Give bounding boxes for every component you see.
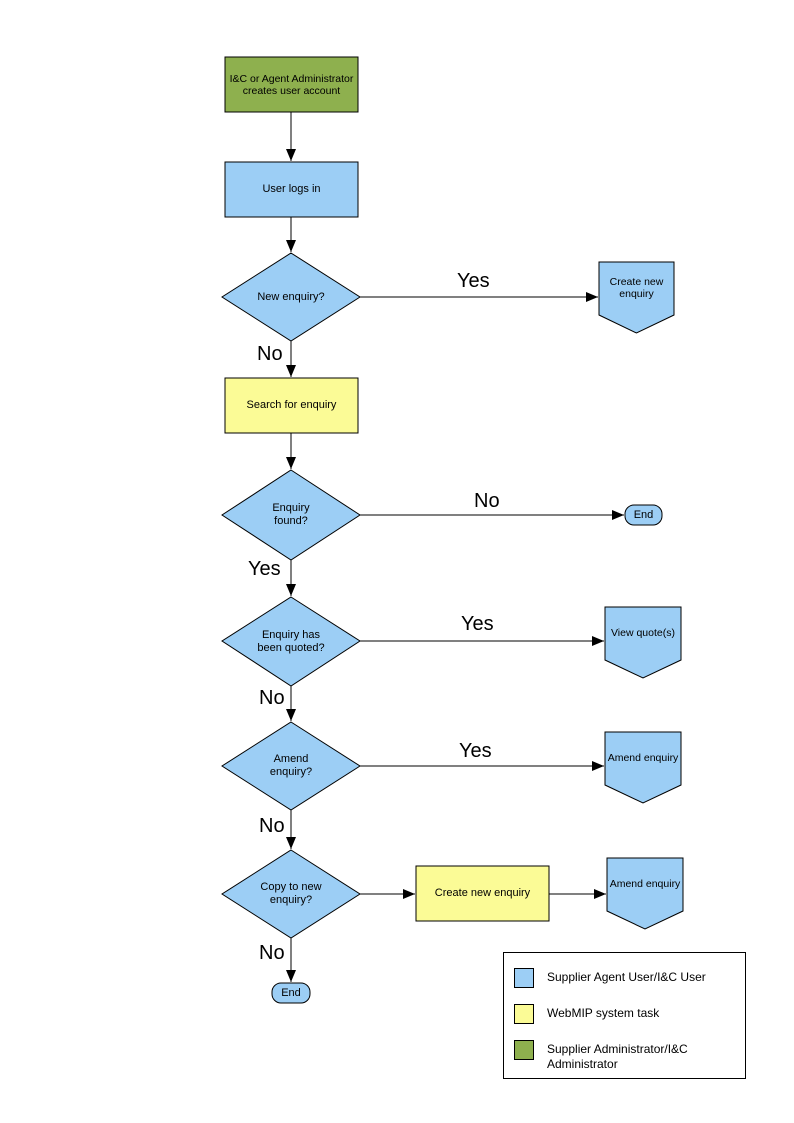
legend-item-system: WebMIP system task	[514, 1004, 737, 1024]
edge-label-new-enquiry-yes: Yes	[457, 270, 490, 292]
node-view-quotes-label: View quote(s)	[610, 627, 675, 639]
node-create-new-enquiry-action-shape	[598, 261, 675, 334]
decision-enquiry-found-label: Enquiry found?	[272, 502, 310, 527]
terminator-end-1-shape	[624, 504, 663, 526]
node-amend-enquiry-action-2-shape	[606, 857, 684, 930]
legend-label-user: Supplier Agent User/I&C User	[547, 970, 706, 984]
node-search-for-enquiry-label: Search for enquiry	[246, 399, 337, 411]
legend-item-user: Supplier Agent User/I&C User	[514, 968, 737, 988]
edge-label-quoted-yes: Yes	[461, 613, 494, 635]
decision-copy-to-new-enquiry-label: Copy to new enquiry?	[260, 881, 322, 906]
decision-copy-to-new-enquiry-shape	[221, 849, 361, 939]
decision-amend-enquiry-shape	[221, 721, 361, 811]
edge-label-enquiry-found-no: No	[474, 490, 500, 512]
edge-label-amend-yes: Yes	[459, 740, 492, 762]
legend-item-admin: Supplier Administrator/I&C Administrator	[514, 1040, 737, 1072]
legend-swatch-user	[514, 968, 534, 988]
terminator-end-2-shape	[271, 982, 311, 1004]
node-admin-creates-account-label: I&C or Agent Administrator creates user …	[229, 72, 354, 97]
legend-swatch-system	[514, 1004, 534, 1024]
legend-label-admin: Supplier Administrator/I&C Administrator	[547, 1042, 688, 1071]
decision-enquiry-quoted-shape	[221, 596, 361, 687]
node-search-for-enquiry-shape	[224, 377, 359, 434]
node-create-new-enquiry-task-label: Create new enquiry	[434, 887, 531, 899]
legend-swatch-admin	[514, 1040, 534, 1060]
node-view-quotes-shape	[604, 606, 682, 679]
legend: Supplier Agent User/I&C User WebMIP syst…	[503, 952, 746, 1079]
connectors	[286, 112, 624, 982]
edge-label-enquiry-found-yes: Yes	[248, 558, 281, 580]
node-amend-enquiry-action-1-shape	[604, 731, 682, 804]
edge-label-amend-no: No	[259, 815, 285, 837]
node-create-new-enquiry-task-shape	[415, 865, 550, 922]
decision-new-enquiry-shape	[221, 252, 361, 342]
edge-label-quoted-no: No	[259, 687, 285, 709]
decision-new-enquiry-label: New enquiry?	[257, 290, 325, 303]
terminator-end-1-label: End	[633, 509, 654, 521]
node-user-logs-in-label: User logs in	[262, 183, 321, 195]
edge-label-new-enquiry-no: No	[257, 343, 283, 365]
decision-enquiry-found-shape	[221, 469, 361, 561]
legend-label-system: WebMIP system task	[547, 1006, 660, 1020]
edge-label-copy-no: No	[259, 942, 285, 964]
terminator-end-2-label: End	[281, 987, 301, 999]
node-amend-enquiry-action-2-label: Amend enquiry	[609, 878, 681, 890]
node-create-new-enquiry-action-label: Create new enquiry	[609, 276, 664, 300]
decision-amend-enquiry-label: Amend enquiry?	[269, 753, 313, 778]
node-amend-enquiry-action-1-label: Amend enquiry	[607, 752, 679, 764]
node-admin-creates-account-shape	[224, 56, 359, 113]
decision-enquiry-quoted-label: Enquiry has been quoted?	[257, 628, 325, 654]
node-user-logs-in-shape	[224, 161, 359, 218]
